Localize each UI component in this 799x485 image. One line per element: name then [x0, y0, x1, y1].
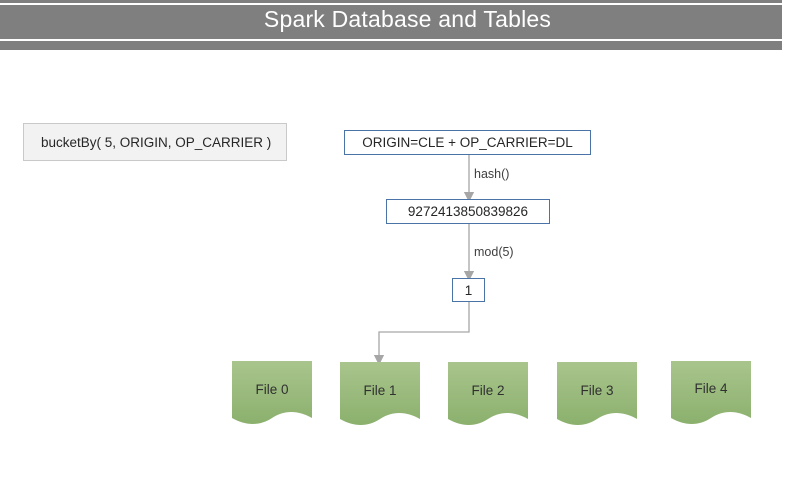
file-1-label: File 1: [363, 383, 397, 398]
file-2-shape: [448, 362, 528, 425]
file-2-label: File 2: [471, 383, 505, 398]
bucket-number-text: 1: [464, 282, 473, 298]
file-0-label: File 0: [255, 382, 289, 397]
bucketby-code-text: bucketBy( 5, ORIGIN, OP_CARRIER ): [41, 134, 272, 150]
file-4-shape: [671, 361, 751, 424]
slide-title: Spark Database and Tables: [263, 6, 552, 32]
title-rule-bottom: [0, 39, 782, 41]
file-3-shape: [557, 362, 637, 425]
title-underbar: [0, 45, 782, 50]
title-band: [0, 0, 782, 45]
file-3-label: File 3: [580, 383, 614, 398]
hash-value-node: 9272413850839826: [386, 199, 550, 224]
key-node-text: ORIGIN=CLE + OP_CARRIER=DL: [362, 135, 573, 150]
connector-bucket-to-file-1: [373, 302, 470, 366]
mod-edge-label: mod(5): [474, 245, 514, 259]
file-0-shape: [232, 361, 312, 424]
bucket-number-node: 1: [452, 278, 485, 302]
file-1-shape: [340, 362, 420, 425]
hash-edge-label: hash(): [474, 167, 510, 181]
title-rule-top: [0, 3, 782, 5]
bucketby-code-box: bucketBy( 5, ORIGIN, OP_CARRIER ): [23, 123, 287, 161]
key-node: ORIGIN=CLE + OP_CARRIER=DL: [344, 130, 591, 155]
hash-value-text: 9272413850839826: [407, 204, 529, 219]
file-4-label: File 4: [694, 381, 728, 396]
